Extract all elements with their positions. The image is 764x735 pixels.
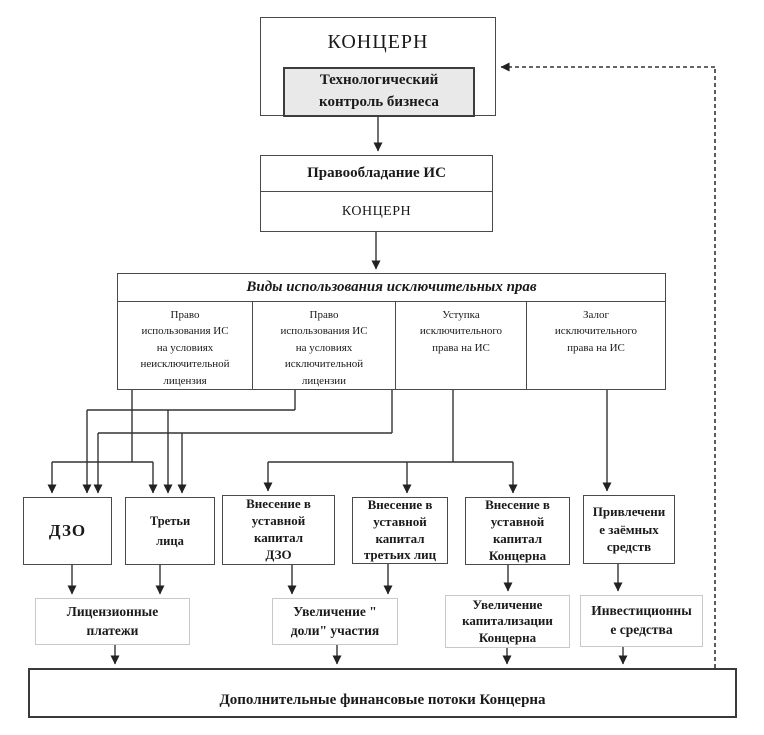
node-tech-control-label: Технологический контроль бизнеса [319, 72, 439, 110]
usage-col-assignment: Уступка исключительного права на ИС [395, 301, 526, 389]
node-capital-contribution-koncern: Внесение в уставной капитал Концерна [465, 497, 570, 565]
node-koncern-title: КОНЦЕРН [327, 31, 429, 53]
usage-col-nonexclusive-license: Право использования ИС на условиях неиск… [140, 308, 230, 387]
node-license-payments: Лицензионные платежи [35, 598, 190, 645]
node-borrowed-funds: Привлечени е заёмных средств [583, 495, 675, 564]
node-koncern: КОНЦЕРН Технологический контроль бизнеса [260, 17, 496, 117]
node-capitalization-increase: Увеличение капитализации Концерна [445, 595, 570, 648]
node-share-increase: Увеличение " доли" участия [272, 598, 398, 645]
usage-col-pledge: Залог исключительного права на ИС [526, 301, 665, 389]
node-capital-contribution-dzo: Внесение в уставной капитал ДЗО [222, 495, 335, 565]
usage-col-exclusive-license: Право использования ИС на условиях исклю… [252, 301, 395, 389]
node-additional-financial-flows: Дополнительные финансовые потоки Концерн… [28, 668, 737, 718]
node-investment-funds: Инвестиционны е средства [580, 595, 703, 647]
node-dzo: ДЗО [23, 497, 112, 565]
node-tech-control: Технологический контроль бизнеса [283, 67, 475, 117]
node-ip-ownership-owner: КОНЦЕРН [341, 203, 412, 219]
node-capital-contribution-third-parties: Внесение в уставной капитал третьих лиц [352, 497, 448, 564]
node-usage-types: Виды использования исключительных прав П… [117, 273, 666, 390]
usage-types-columns: Право использования ИС на условиях неиск… [118, 301, 665, 389]
usage-types-header: Виды использования исключительных прав [118, 274, 665, 302]
node-ip-ownership-title: Правообладание ИС [261, 156, 492, 192]
node-ip-ownership: Правообладание ИС КОНЦЕРН [260, 155, 493, 232]
node-third-parties: Третьи лица [125, 497, 215, 565]
